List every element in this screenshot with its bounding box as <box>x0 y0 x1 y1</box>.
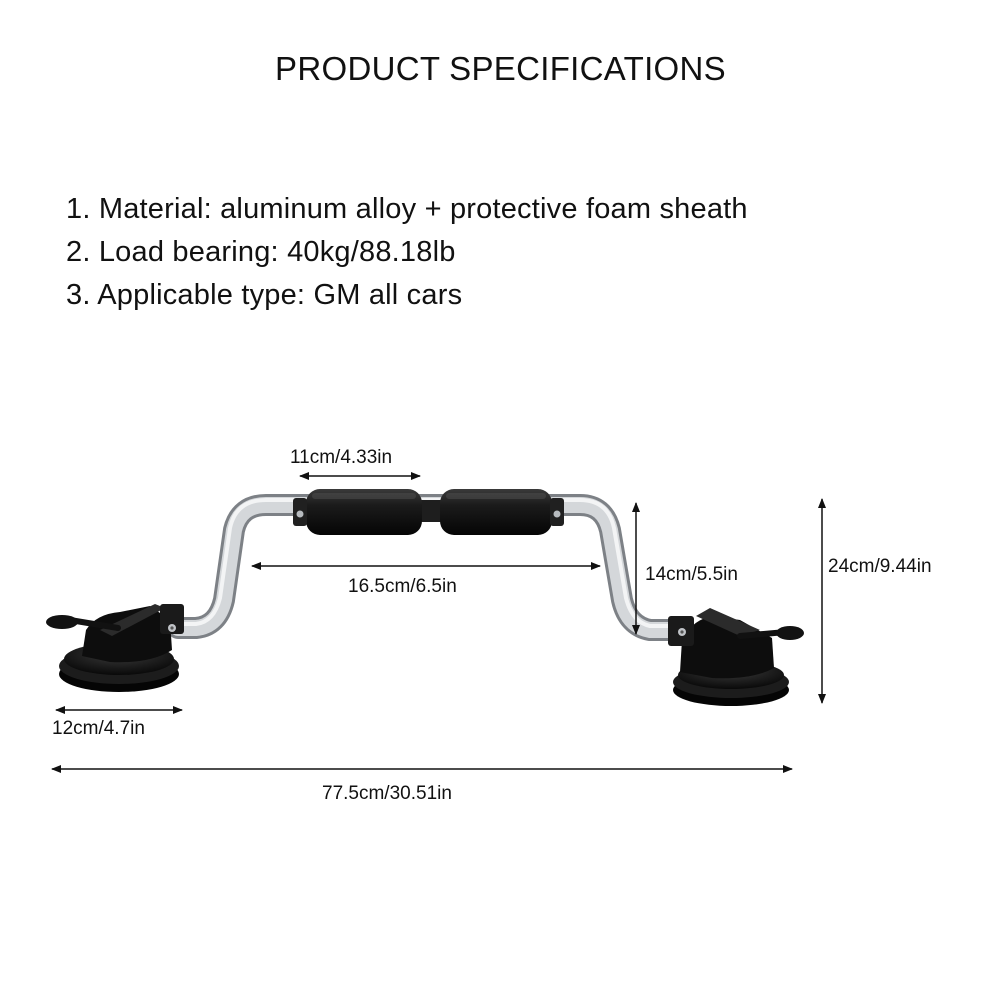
dimension-bar-span: 16.5cm/6.5in <box>348 576 457 597</box>
suction-cup-right <box>668 608 804 706</box>
dimension-cup-diameter: 12cm/4.7in <box>52 718 145 739</box>
page-title: PRODUCT SPECIFICATIONS <box>275 50 726 87</box>
spec-applicable-type: 3. Applicable type: GM all cars <box>66 279 463 311</box>
dimension-total-length: 77.5cm/30.51in <box>322 783 452 804</box>
dimension-total-height: 24cm/9.44in <box>828 556 932 577</box>
dimension-foam-length: 11cm/4.33in <box>290 447 393 468</box>
foam-pad-left <box>306 489 422 535</box>
spec-material: 1. Material: aluminum alloy + protective… <box>66 193 748 225</box>
spec-list: 1. Material: aluminum alloy + protective… <box>66 188 748 317</box>
foam-pad-right <box>440 489 552 535</box>
end-cap-left <box>293 498 307 526</box>
suction-cup-left <box>46 604 184 692</box>
spec-load-bearing: 2. Load bearing: 40kg/88.18lb <box>66 236 456 268</box>
aluminum-tube <box>167 494 683 641</box>
end-cap-right <box>550 498 564 526</box>
dimension-riser-height: 14cm/5.5in <box>645 564 738 585</box>
